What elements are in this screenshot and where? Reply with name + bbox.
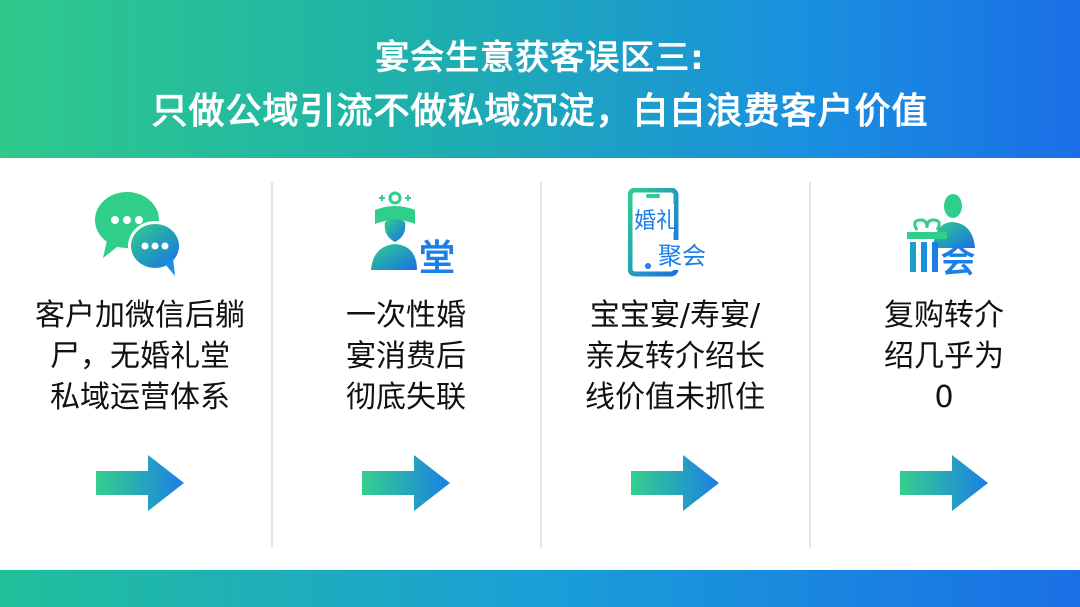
arrow-right-icon [900, 455, 988, 511]
divider [809, 182, 811, 548]
text-line: 线价值未抓住 [585, 380, 765, 415]
divider [271, 182, 273, 548]
text-line: 尸，无婚礼堂 [50, 339, 230, 374]
icon-label: 堂 [419, 238, 454, 278]
person-gift-icon: 会 [809, 185, 1079, 280]
chat-bubbles-icon [5, 185, 275, 280]
icon-label: 会 [941, 241, 975, 278]
footer-band [0, 570, 1080, 607]
pain-point-text: 客户加微信后躺 尸，无婚礼堂 私域运营体系 [5, 295, 275, 418]
page-title-line1: 宴会生意获客误区三: [375, 38, 705, 78]
divider [540, 182, 542, 548]
icon-label: 聚会 [658, 242, 706, 270]
text-line: 私域运营体系 [50, 380, 230, 415]
phone-wedding-icon: 婚礼 聚会 [540, 185, 810, 280]
person-hall-icon: 堂 [271, 185, 541, 280]
arrow-right-icon [631, 455, 719, 511]
text-line: 宝宝宴/寿宴/ [589, 298, 761, 333]
page-title-line2: 只做公域引流不做私域沉淀，白白浪费客户价值 [151, 91, 929, 132]
text-line: 宴消费后 [346, 339, 466, 374]
text-line: 亲友转介绍长 [585, 339, 765, 374]
pain-point-card-1: 客户加微信后躺 尸，无婚礼堂 私域运营体系 [5, 185, 275, 511]
header-banner: 宴会生意获客误区三: 只做公域引流不做私域沉淀，白白浪费客户价值 [0, 0, 1080, 158]
pain-point-card-3: 婚礼 聚会 宝宝宴/寿宴/ 亲友转介绍长 线价值未抓住 [540, 185, 810, 511]
text-line: 客户加微信后躺 [35, 298, 245, 333]
text-line: 一次性婚 [346, 298, 466, 333]
arrow-right-icon [96, 455, 184, 511]
text-line: 绍几乎为 [884, 339, 1004, 374]
pain-point-card-4: 会 复购转介 绍几乎为 0 [809, 185, 1079, 511]
pain-point-text: 复购转介 绍几乎为 0 [809, 295, 1079, 418]
text-line: 0 [934, 380, 954, 415]
pain-point-text: 宝宝宴/寿宴/ 亲友转介绍长 线价值未抓住 [540, 295, 810, 418]
text-line: 彻底失联 [346, 380, 466, 415]
arrow-right-icon [362, 455, 450, 511]
pain-point-card-2: 堂 一次性婚 宴消费后 彻底失联 [271, 185, 541, 511]
icon-label: 婚礼 [634, 209, 678, 234]
pain-point-text: 一次性婚 宴消费后 彻底失联 [271, 295, 541, 418]
text-line: 复购转介 [884, 298, 1004, 333]
